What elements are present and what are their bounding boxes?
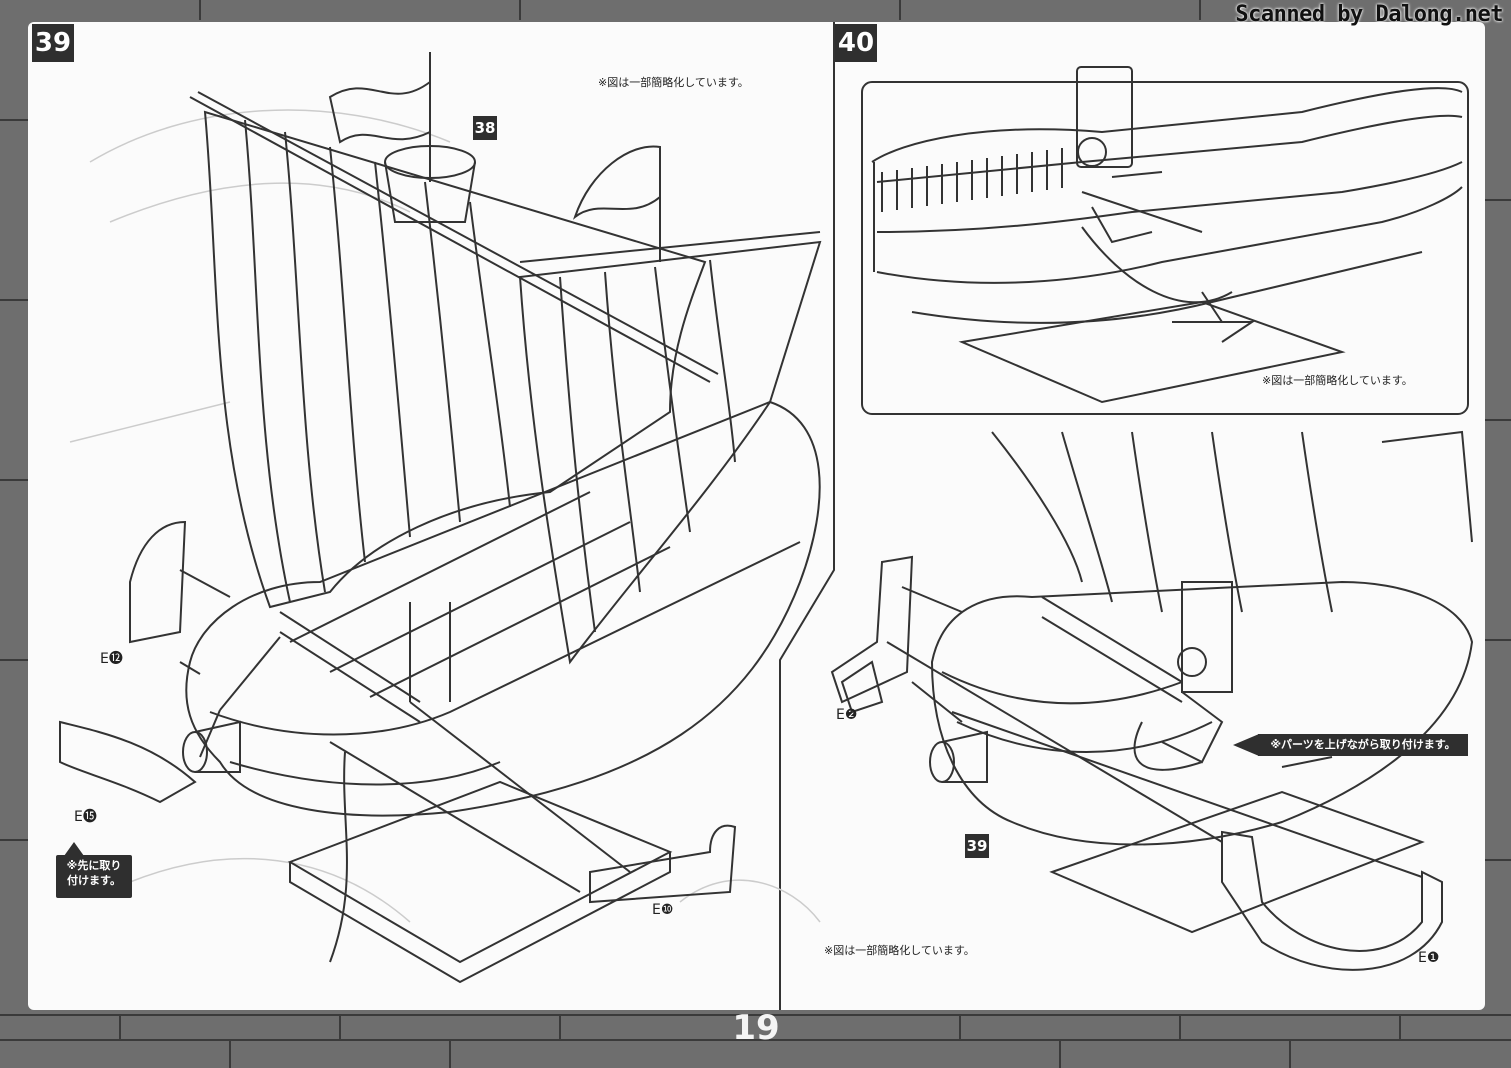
- part-label-e10: E❿: [652, 902, 674, 918]
- simplified-note: ※図は一部簡略化しています。: [598, 76, 749, 89]
- part-label-e1: E❶: [1418, 950, 1440, 966]
- anchor-assembly-illustration: [830, 66, 1474, 971]
- watermark: Scanned by Dalong.net: [1235, 2, 1503, 27]
- inset-simplified-note: ※図は一部簡略化しています。: [1262, 374, 1413, 387]
- simplified-note-bottom: ※図は一部簡略化しています。: [824, 944, 975, 957]
- part-label-e15: E⓯: [74, 809, 97, 825]
- attach-first-callout: ※先に取り 付けます。: [56, 842, 132, 898]
- step-number-badge: 40: [835, 24, 877, 62]
- part-label-e2: E❷: [836, 707, 858, 723]
- step-number-badge: 39: [32, 24, 74, 62]
- callout-arrow-pointer: [1233, 734, 1259, 756]
- ship-assembly-illustration: [59, 52, 822, 984]
- page-number: 19: [732, 1008, 780, 1048]
- callout-text: ※パーツを上げながら取り付けます。: [1270, 738, 1456, 751]
- part-label-e12: E⓬: [100, 651, 123, 667]
- left-page: [28, 22, 834, 1010]
- callout-line-1: ※先に取り: [66, 859, 122, 872]
- reference-step-badge: 39: [965, 834, 989, 858]
- callout-line-2: 付けます。: [67, 874, 121, 887]
- callout-pointer: [64, 842, 84, 856]
- reference-step-badge: 38: [473, 116, 497, 140]
- raise-parts-callout: ※パーツを上げながら取り付けます。: [1233, 734, 1468, 756]
